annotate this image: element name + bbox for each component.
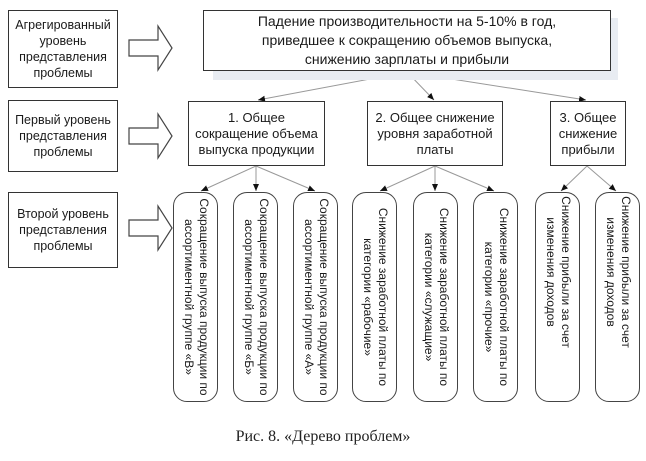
- leaf-label: Сокращение выпуска продукции по ассортим…: [181, 198, 211, 396]
- connector: [560, 165, 588, 192]
- level-label-second: Второй уровень представления проблемы: [8, 192, 118, 268]
- connector: [586, 165, 617, 192]
- leaf-output-group-v: Сокращение выпуска продукции по ассортим…: [173, 192, 218, 402]
- leaf-profit-income-1: Снижение прибыли за счет изменения доход…: [535, 192, 580, 402]
- leaf-wages-workers: Снижение заработной платы по категории «…: [352, 192, 397, 402]
- leaf-profit-income-2: Снижение прибыли за счет изменения доход…: [595, 192, 640, 402]
- level-arrow-icon: [128, 23, 173, 73]
- level-label-text: Второй уровень представления проблемы: [17, 207, 109, 253]
- root-line-2: приведшее к сокращению объемов выпуска,: [261, 32, 553, 48]
- connector: [379, 165, 436, 192]
- connector: [434, 165, 495, 192]
- level-label-first: Первый уровень представления проблемы: [8, 100, 118, 172]
- level-arrow-icon: [128, 203, 173, 253]
- figure-caption: Рис. 8. «Дерево проблем»: [235, 428, 411, 445]
- level-label-text: Первый уровень представления проблемы: [15, 113, 111, 159]
- root-line-1: Падение производительности на 5-10% в го…: [257, 13, 557, 29]
- branch-box-wages: 2. Общее снижение уровня заработной плат…: [367, 101, 503, 166]
- leaf-label: Снижение заработной платы по категории «…: [360, 207, 390, 387]
- branch-label: 1. Общее сокращение объема выпуска проду…: [195, 109, 318, 157]
- leaf-output-group-a: Сокращение выпуска продукции по ассортим…: [293, 192, 338, 402]
- connector: [200, 165, 257, 192]
- leaf-wages-other: Снижение заработной платы по категории «…: [473, 192, 518, 402]
- leaf-label: Сокращение выпуска продукции по ассортим…: [301, 198, 331, 396]
- leaf-label: Сокращение выпуска продукции по ассортим…: [241, 198, 271, 396]
- leaf-label: Снижение прибыли за счет изменения доход…: [543, 196, 573, 348]
- leaf-wages-employees: Снижение заработной платы по категории «…: [413, 192, 458, 402]
- root-line-3: снижению зарплаты и прибыли: [304, 51, 510, 67]
- connector: [255, 165, 316, 192]
- leaf-output-group-b: Сокращение выпуска продукции по ассортим…: [233, 192, 278, 402]
- leaf-label: Снижение прибыли за счет изменения доход…: [603, 196, 633, 348]
- leaf-label: Снижение заработной платы по категории «…: [481, 207, 511, 387]
- level-label-aggregated: Агрегированный уровень представления про…: [8, 10, 118, 88]
- branch-box-output: 1. Общее сокращение объема выпуска проду…: [188, 101, 325, 166]
- level-label-text: Агрегированный уровень представления про…: [15, 18, 111, 80]
- branch-label: 3. Общее снижение прибыли: [558, 109, 618, 157]
- branch-label: 2. Общее снижение уровня заработной плат…: [375, 109, 495, 157]
- root-problem-box: Падение производительности на 5-10% в го…: [203, 10, 611, 71]
- leaf-label: Снижение заработной платы по категории «…: [421, 207, 451, 387]
- branch-box-profit: 3. Общее снижение прибыли: [550, 101, 626, 166]
- level-arrow-icon: [128, 111, 173, 161]
